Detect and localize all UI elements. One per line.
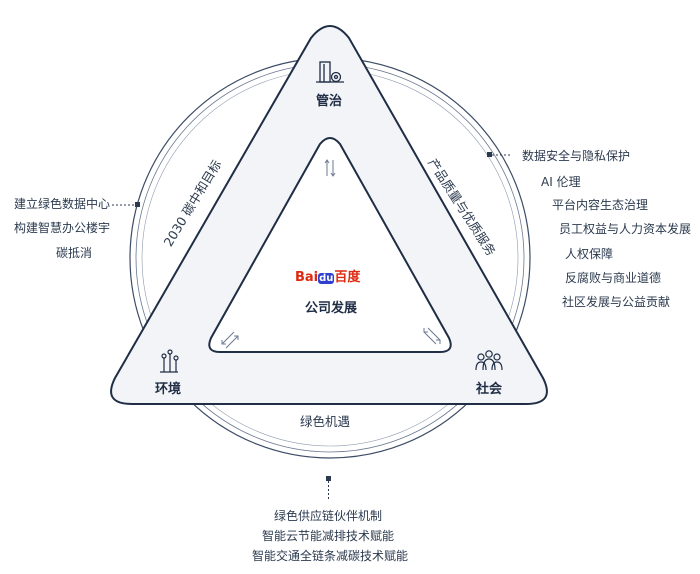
edge-label-bottom: 绿色机遇: [300, 414, 351, 429]
double-arrow-icon: [324, 159, 336, 177]
right-item: AI 伦理: [541, 175, 581, 189]
building-icon: [316, 61, 344, 83]
bottom-item: 智能交通全链条减碳技术赋能: [252, 549, 409, 563]
logo-cn: 百度: [334, 270, 361, 285]
plant-icon: [160, 349, 179, 373]
vertex-label-top: 管治: [316, 94, 343, 109]
inner-triangle: [208, 137, 452, 353]
center-label: 公司发展: [305, 301, 358, 316]
double-arrow-icon-right: [423, 327, 441, 345]
logo-bai: Bai: [295, 270, 319, 285]
people-icon: [475, 350, 503, 371]
connector-dot-left: [135, 202, 140, 207]
connector-dot-bottom: [326, 476, 331, 481]
right-item: 人权保障: [565, 247, 614, 261]
left-item: 构建智慧办公楼宇: [13, 221, 110, 235]
right-item: 员工权益与人力资本发展: [559, 222, 692, 236]
bottom-item: 绿色供应链伙伴机制: [274, 509, 383, 523]
vertex-label-right: 社会: [476, 382, 503, 397]
left-item: 建立绿色数据中心: [13, 197, 110, 211]
double-arrow-icon-left: [221, 331, 239, 349]
logo-du: du: [318, 273, 335, 284]
right-item: 社区发展与公益贡献: [562, 295, 671, 309]
baidu-logo: Baidu百度: [295, 266, 360, 285]
left-item: 碳抵消: [55, 246, 92, 260]
right-item: 平台内容生态治理: [552, 198, 649, 212]
vertex-label-left: 环境: [155, 382, 182, 397]
connector-dot-right: [487, 152, 492, 157]
bottom-item: 智能云节能减排技术赋能: [262, 529, 395, 543]
right-item: 数据安全与隐私保护: [522, 149, 631, 163]
right-item: 反腐败与商业道德: [565, 271, 662, 285]
